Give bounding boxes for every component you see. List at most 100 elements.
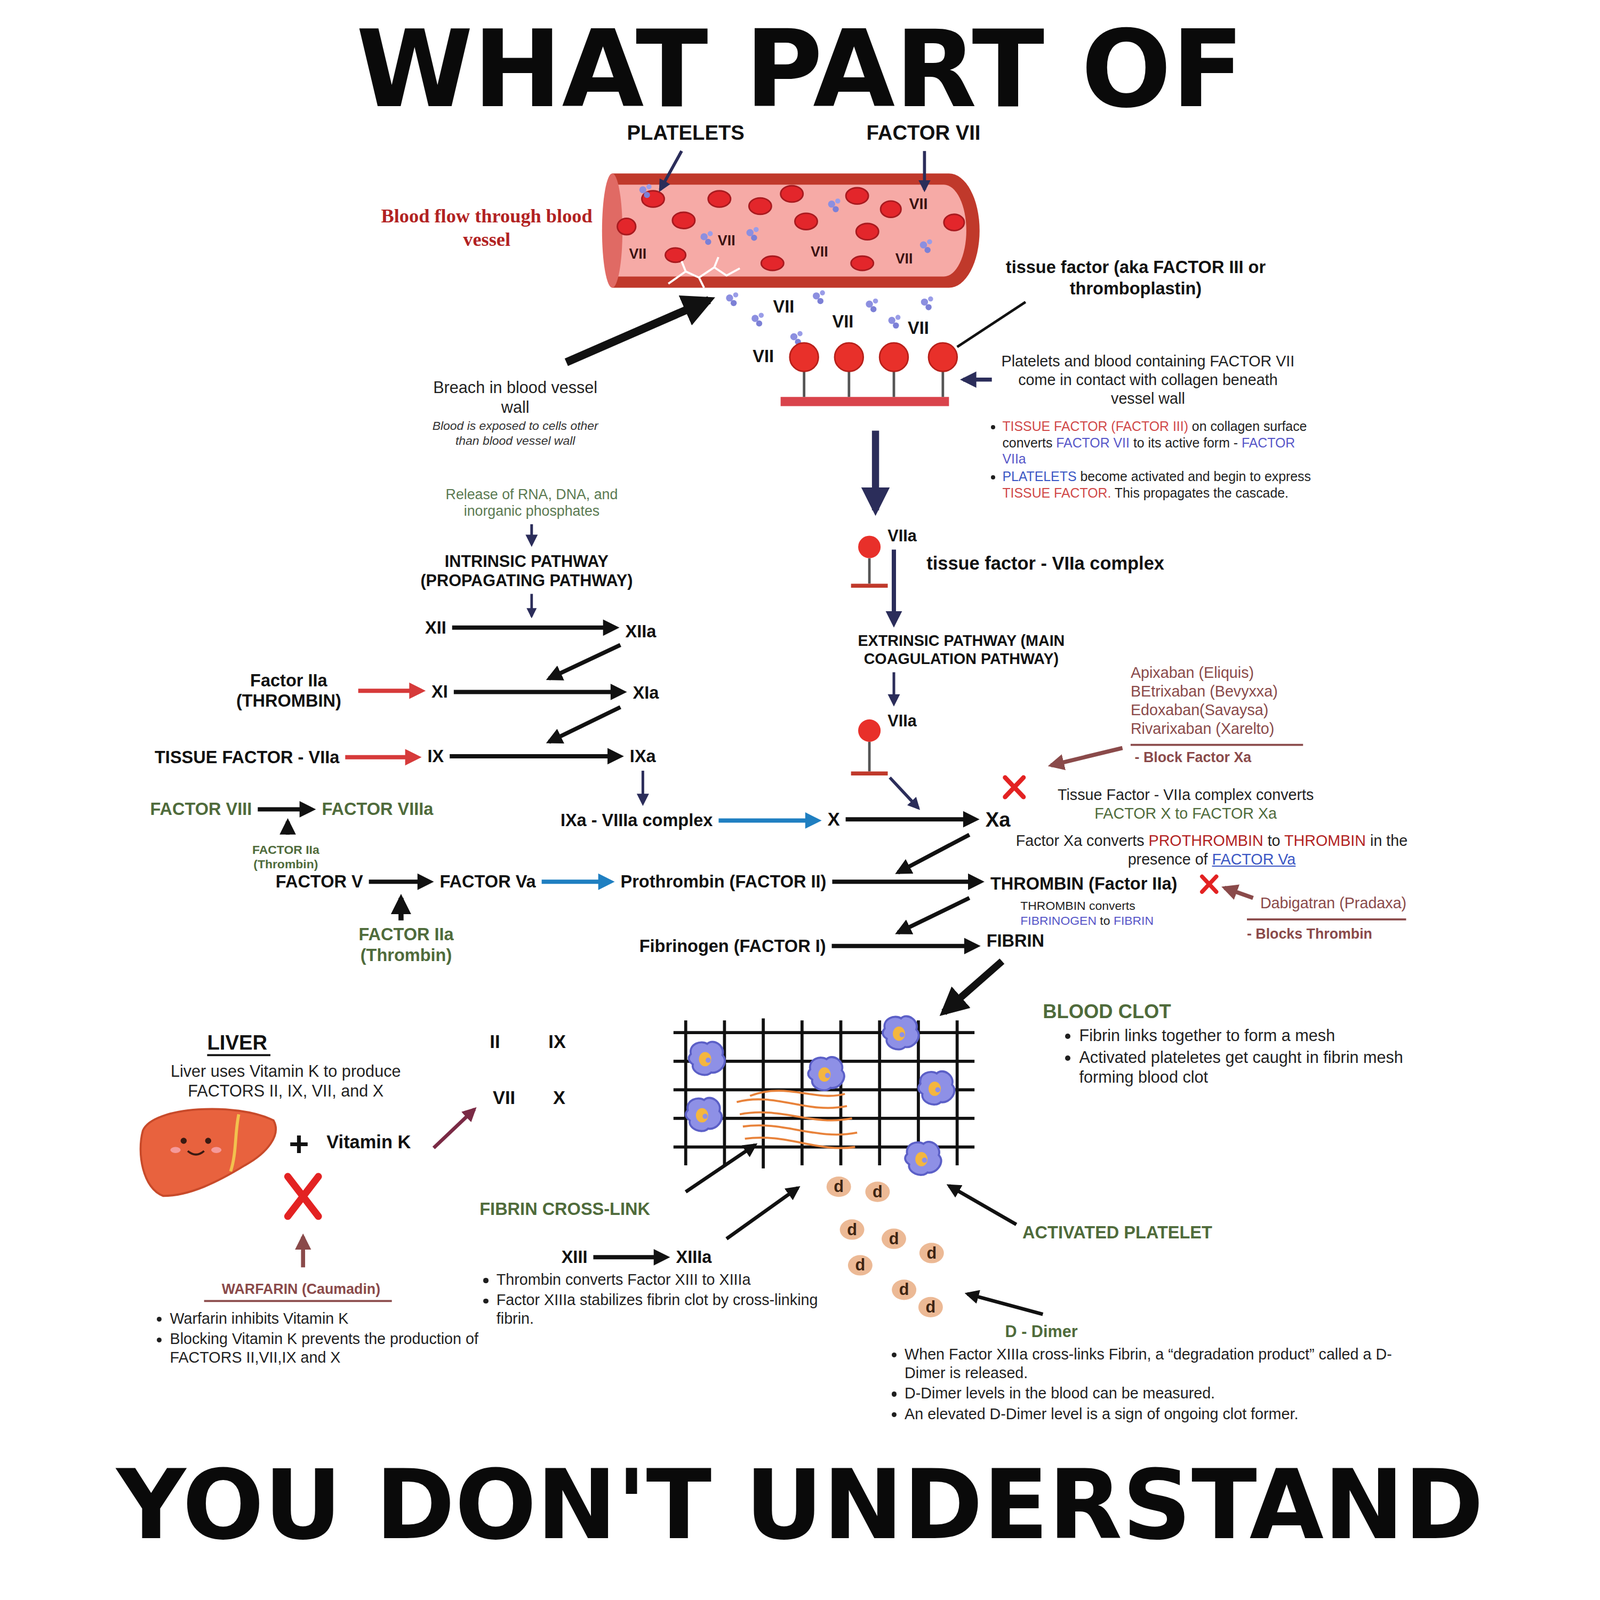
pathway-node: TISSUE FACTOR - VIIa <box>152 746 342 769</box>
arrow-line <box>541 879 602 884</box>
label-text: d <box>872 1182 883 1201</box>
label-text: PLATELETS <box>627 121 745 144</box>
text-block: VII <box>863 250 946 268</box>
blood-vessel <box>639 184 652 198</box>
fibrin-mesh <box>736 1090 858 1149</box>
arrow-line <box>718 818 809 823</box>
text-block: Apixaban (Eliquis)BEtrixaban (Bevyxxa)Ed… <box>1130 663 1335 739</box>
pathway-node: IXa - VIIIa complex <box>557 809 716 832</box>
blood-vessel <box>612 173 980 288</box>
collagen-tissue-factor <box>834 342 864 372</box>
blood-vessel <box>748 197 772 215</box>
node-text: FACTOR Va <box>440 871 536 892</box>
leaked-platelets <box>921 296 934 311</box>
bullet-item: An elevated D-Dimer level is a sign of o… <box>888 1404 1429 1424</box>
node-text: XII <box>425 617 447 638</box>
text-line: Factor Xa converts PROTHROMBIN to THROMB… <box>1010 831 1414 869</box>
text-block: d <box>819 1254 901 1275</box>
arrow-line <box>891 549 896 615</box>
label-text: VII <box>492 1087 516 1108</box>
pathway-node: FACTOR IIa (Thrombin) <box>342 923 470 967</box>
text-line: d <box>811 1219 893 1240</box>
label-text: tissue factor (aka FACTOR III or thrombo… <box>1005 257 1266 299</box>
bullet-item: Warfarin inhibits Vitamin K <box>153 1309 501 1328</box>
leader-arrows <box>898 834 970 873</box>
label-text: TISSUE FACTOR (FACTOR III) <box>1002 418 1189 434</box>
fibrin-mesh <box>918 1071 955 1105</box>
d-dimer-particles <box>826 1176 852 1197</box>
leader-arrows <box>923 150 927 190</box>
leader-arrows <box>566 300 710 363</box>
arrow-connector <box>369 873 435 891</box>
label-text: FIBRIN <box>1113 913 1154 928</box>
node-text: INTRINSIC PATHWAY (PROPAGATING PATHWAY) <box>401 551 652 590</box>
node-text: Fibrinogen (FACTOR I) <box>639 936 827 957</box>
node-text: XIa <box>633 682 660 703</box>
pathway-node: FACTOR IIa (Thrombin) <box>240 841 332 873</box>
node-text: XIIIa <box>676 1246 712 1268</box>
label-text: - Block Factor Xa <box>1134 749 1252 766</box>
text-line: VII <box>742 296 825 318</box>
text-line: d <box>852 1228 935 1249</box>
leader-arrows <box>285 821 291 835</box>
leader-arrows <box>1051 747 1123 766</box>
pathway-node: XII <box>422 616 450 639</box>
leader-arrows <box>530 594 533 617</box>
collagen-tissue-factor <box>804 369 943 398</box>
arrow-connector <box>452 619 620 636</box>
arrow-line <box>257 806 303 812</box>
arrow-connector <box>636 770 650 806</box>
liver-icon <box>140 1108 276 1196</box>
liver-icon <box>205 1137 212 1144</box>
text-line: II <box>453 1030 536 1053</box>
label-text: d <box>926 1243 937 1262</box>
label-text: Apixaban (Eliquis) <box>1130 664 1254 682</box>
label-text: LIVER <box>206 1030 268 1054</box>
label-text: THROMBIN <box>1284 832 1366 850</box>
blood-vessel <box>761 256 784 271</box>
text-block: VII <box>596 245 679 263</box>
underlines <box>1130 744 1303 747</box>
text-block: Fibrin links together to form a meshActi… <box>1061 1025 1419 1090</box>
label-text: d <box>889 1229 900 1248</box>
node-text: FACTOR IIa (Thrombin) <box>242 842 330 872</box>
arrow-connector <box>888 672 901 707</box>
label-text: to <box>1099 913 1110 928</box>
label-text: d <box>846 1220 858 1239</box>
pathway-node: FACTOR V <box>273 870 366 893</box>
arrow-connector <box>832 873 984 891</box>
text-block: VII <box>685 232 768 250</box>
arrow-connector <box>449 748 624 765</box>
pathway-node: FACTOR VIIIa <box>318 797 436 821</box>
text-line: d <box>863 1279 946 1300</box>
text-block: tissue factor (aka FACTOR III or thrombo… <box>987 257 1284 300</box>
arrow-connector <box>358 682 426 700</box>
text-line: VII <box>778 243 861 261</box>
arrow-connector <box>345 748 422 766</box>
leader-arrows <box>898 898 970 933</box>
bullet-item: Blocking Vitamin K prevents the producti… <box>153 1329 501 1367</box>
label-text: Tissue Factor - VIIa complex converts <box>1057 786 1314 804</box>
label-text: VII <box>908 195 928 213</box>
collagen-tissue-factor <box>879 342 909 372</box>
label-text: PLATELETS <box>1002 468 1077 484</box>
label-text: Blocking Vitamin K prevents the producti… <box>170 1330 479 1366</box>
text-block: Blood is exposed to cells other than blo… <box>423 418 607 448</box>
text-block: LIVER <box>206 1030 289 1056</box>
text-block: - Blocks Thrombin <box>1246 925 1421 943</box>
label-text: ACTIVATED PLATELET <box>1022 1222 1213 1243</box>
text-block: VII <box>463 1086 546 1109</box>
node-text: VIIa <box>887 710 917 731</box>
blood-vessel <box>617 218 636 235</box>
node-text: XIII <box>561 1246 588 1268</box>
label-text: Factor XIIIa stabilizes fibrin clot by c… <box>496 1291 819 1327</box>
arrow-line <box>593 1254 657 1260</box>
blood-vessel <box>851 256 874 271</box>
text-block: Liver uses Vitamin K to produce FACTORS … <box>137 1061 434 1102</box>
label-text: Vitamin K <box>326 1131 411 1152</box>
collagen-tissue-factor <box>802 369 806 398</box>
label-text: Platelets and blood containing FACTOR VI… <box>1001 352 1295 407</box>
node-text: FACTOR VIIIa <box>321 798 434 820</box>
label-text: Warfarin inhibits Vitamin K <box>170 1309 349 1327</box>
arrow-line <box>530 524 533 538</box>
